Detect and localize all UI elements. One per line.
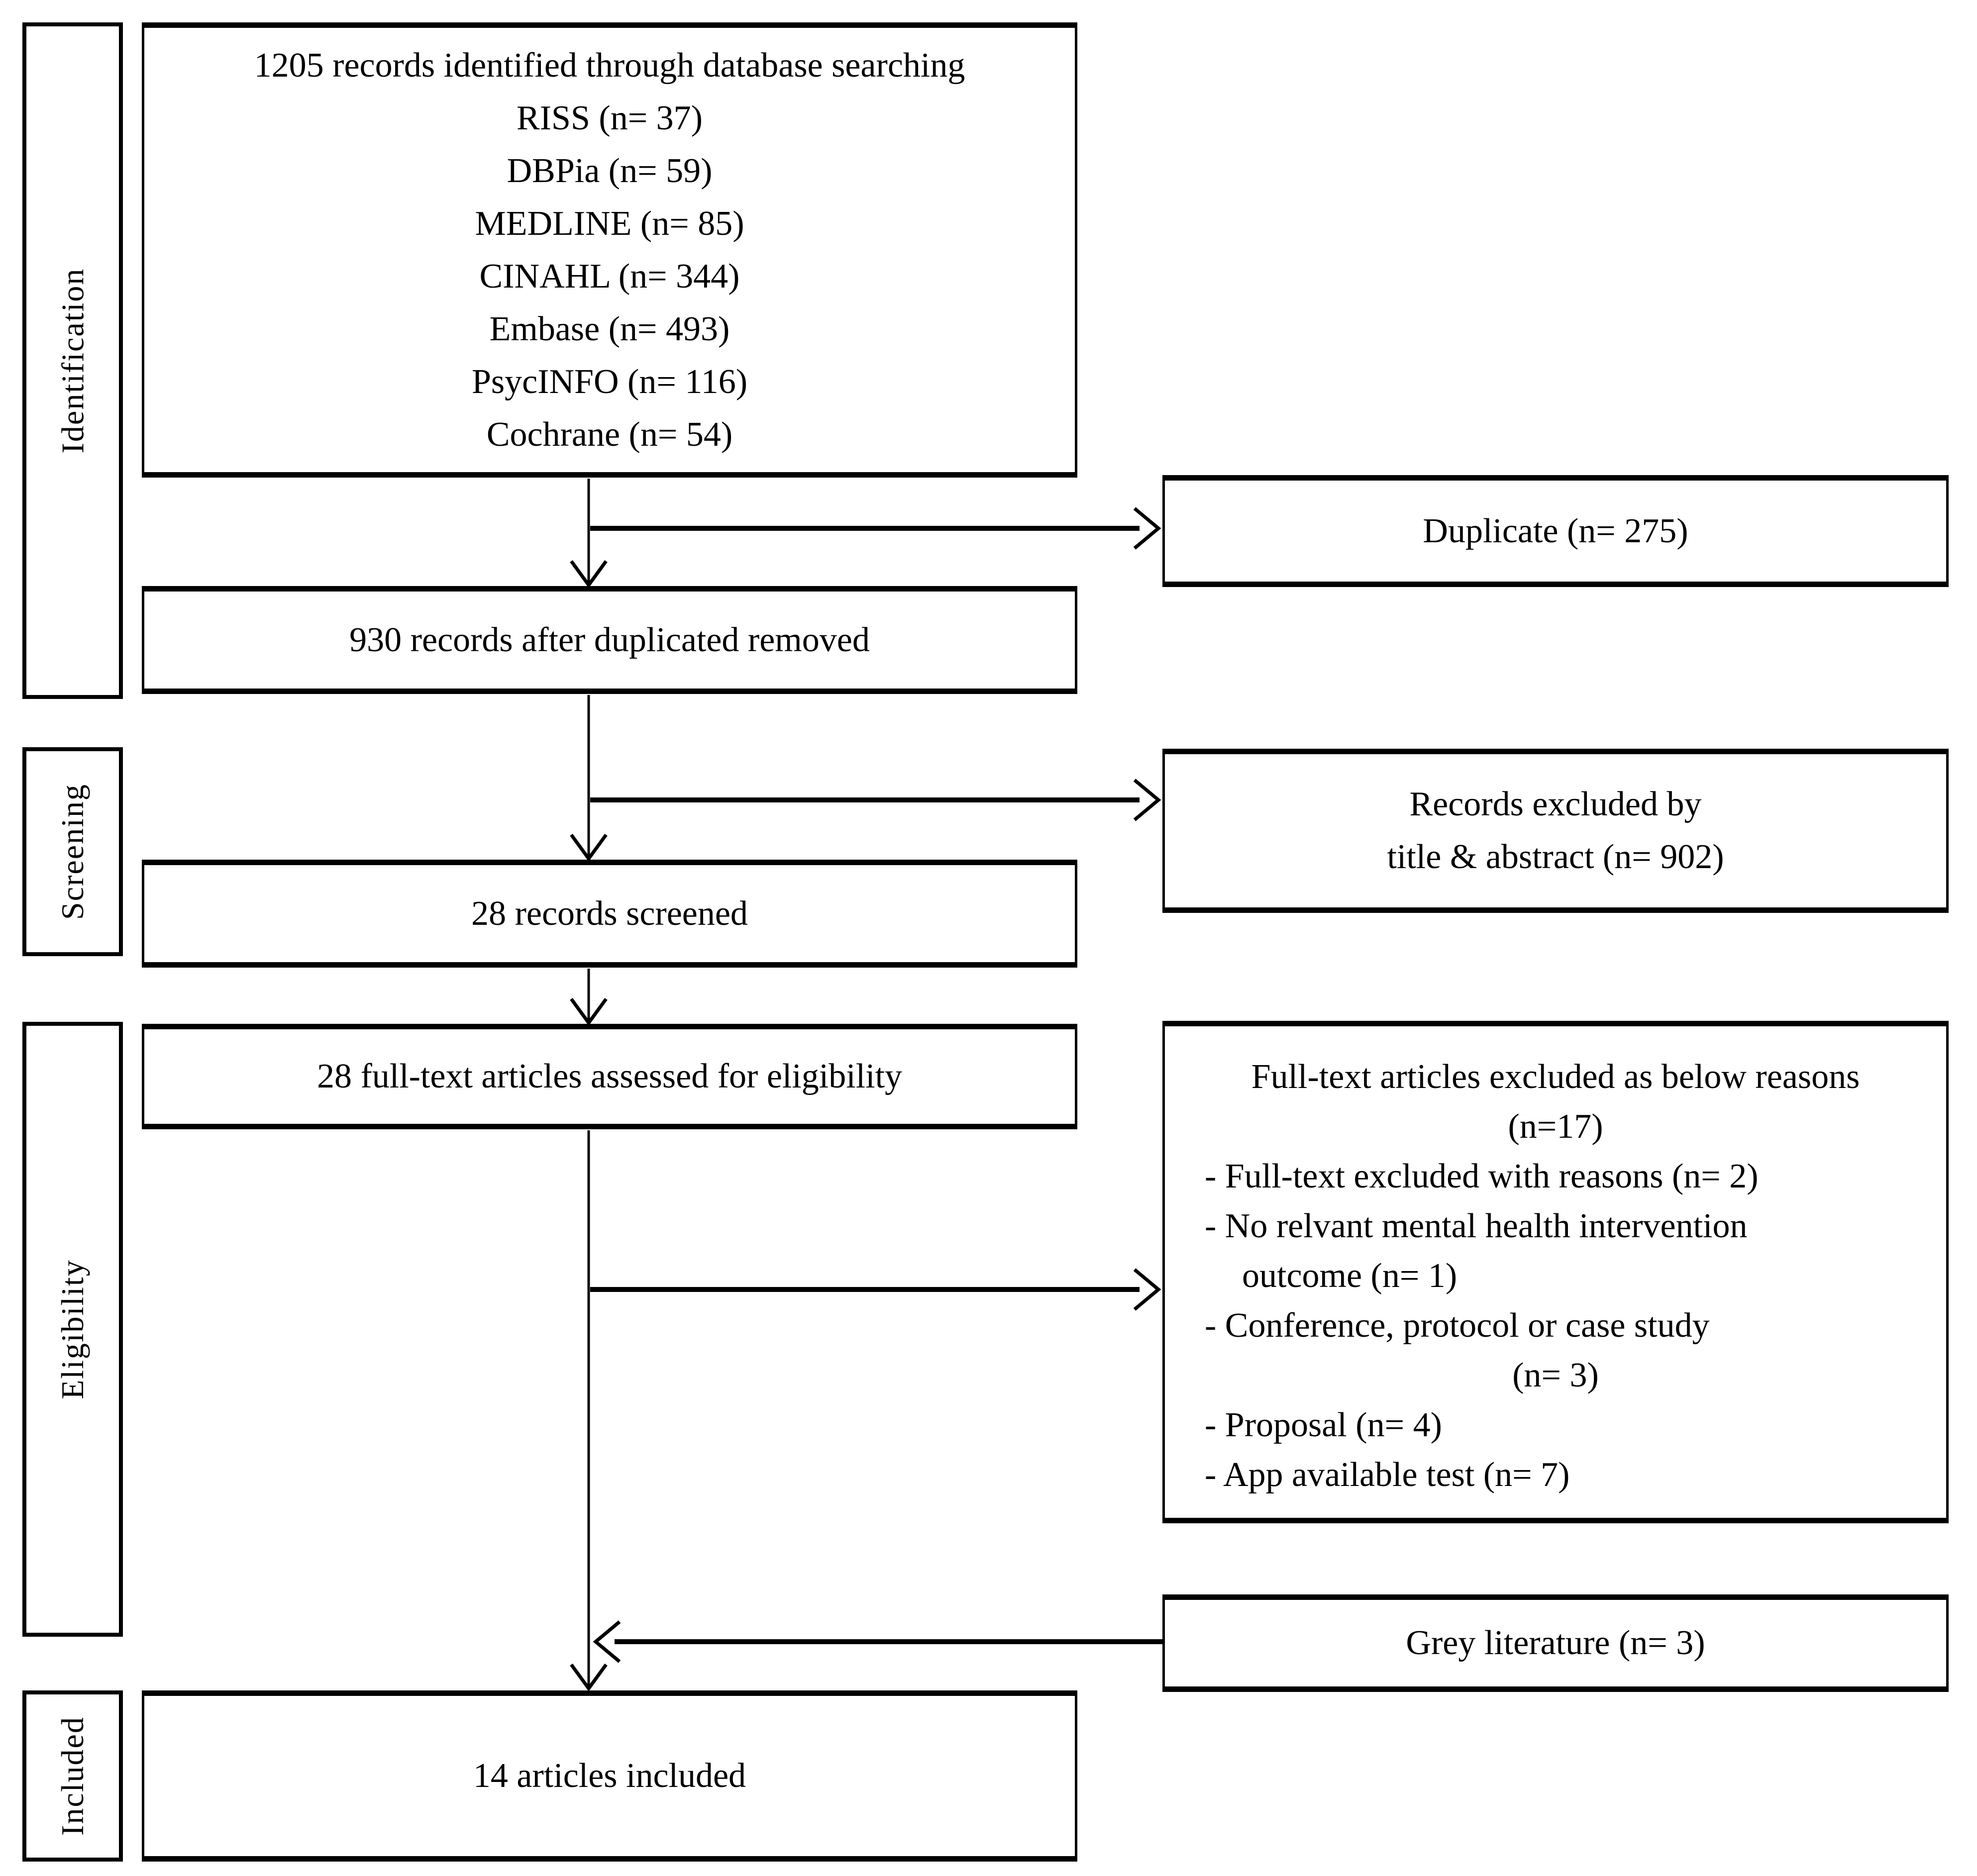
arrowhead-right-into-duplicate-box	[1133, 507, 1161, 550]
duplicate-count-text: Duplicate (n= 275)	[1423, 511, 1688, 550]
source-cochrane: Cochrane (n= 54)	[486, 415, 733, 454]
records-identified-title: 1205 records identified through database…	[254, 46, 965, 85]
stage-label: Screening	[55, 784, 90, 920]
stage-screening: Screening	[22, 747, 123, 956]
fulltext-assessed-text: 28 full-text articles assessed for eligi…	[316, 1057, 903, 1095]
source-dbpia: DBPia (n= 59)	[507, 151, 713, 190]
box-fulltext-assessed: 28 full-text articles assessed for eligi…	[142, 1024, 1077, 1129]
stage-included: Included	[22, 1690, 123, 1862]
records-after-duplicates-text: 930 records after duplicated removed	[349, 620, 870, 659]
box-articles-included: 14 articles included	[142, 1690, 1077, 1862]
stage-label: Eligibility	[55, 1259, 90, 1399]
excluded-title-abstract-line1: Records excluded by	[1409, 785, 1702, 823]
source-medline: MEDLINE (n= 85)	[475, 204, 744, 243]
arrowhead-left-into-main-flow	[593, 1620, 621, 1663]
arrowhead-down-into-assessed	[570, 997, 608, 1026]
stage-label: Included	[55, 1716, 90, 1836]
stage-label: Identification	[55, 268, 90, 454]
reason-no-relevant-outcome-count: outcome (n= 1)	[1242, 1257, 1457, 1295]
box-grey-literature: Grey literature (n= 3)	[1162, 1594, 1949, 1692]
arrowhead-down-into-screened	[570, 833, 608, 862]
grey-literature-text: Grey literature (n= 3)	[1406, 1624, 1705, 1662]
stage-identification: Identification	[22, 22, 123, 699]
reason-proposal: - Proposal (n= 4)	[1205, 1406, 1442, 1444]
fulltext-excluded-heading: Full-text articles excluded as below rea…	[1251, 1058, 1860, 1096]
excluded-title-abstract-line2: title & abstract (n= 902)	[1387, 838, 1724, 876]
box-fulltext-excluded-reasons: Full-text articles excluded as below rea…	[1162, 1021, 1949, 1523]
arrowhead-right-into-title-abstract-box	[1133, 779, 1161, 821]
box-duplicate-excluded: Duplicate (n= 275)	[1162, 475, 1949, 587]
articles-included-text: 14 articles included	[473, 1757, 746, 1795]
box-records-identified: 1205 records identified through database…	[142, 22, 1077, 478]
reason-conference-count: (n= 3)	[1512, 1356, 1599, 1394]
arrowhead-down-into-duplicates-removed	[570, 560, 608, 588]
reason-no-relevant-intervention: - No relvant mental health intervention	[1205, 1207, 1748, 1245]
arrowhead-right-into-fulltext-excluded-box	[1133, 1268, 1161, 1311]
source-cinahl: CINAHL (n= 344)	[479, 257, 740, 296]
box-records-after-duplicates-removed: 930 records after duplicated removed	[142, 586, 1077, 694]
source-psycinfo: PsycINFO (n= 116)	[471, 362, 748, 401]
reason-app-available-test: - App available test (n= 7)	[1205, 1456, 1570, 1494]
source-embase: Embase (n= 493)	[489, 309, 730, 348]
box-excluded-title-abstract: Records excluded by title & abstract (n=…	[1162, 749, 1949, 913]
stage-eligibility: Eligibility	[22, 1022, 123, 1637]
fulltext-excluded-total: (n=17)	[1508, 1107, 1603, 1146]
reason-conference-protocol-case: - Conference, protocol or case study	[1205, 1306, 1710, 1345]
arrowhead-down-into-included	[570, 1663, 608, 1691]
reason-fulltext-excluded: - Full-text excluded with reasons (n= 2)	[1205, 1157, 1759, 1195]
records-screened-text: 28 records screened	[471, 894, 748, 933]
source-riss: RISS (n= 37)	[517, 99, 703, 137]
box-records-screened: 28 records screened	[142, 860, 1077, 968]
